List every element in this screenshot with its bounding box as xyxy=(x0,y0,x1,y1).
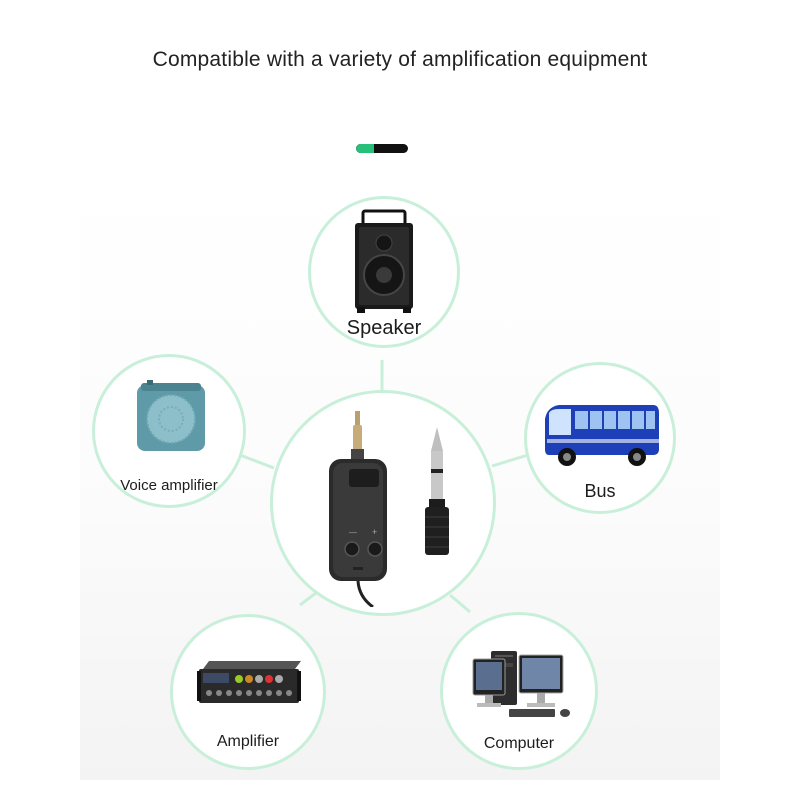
node-bus: Bus xyxy=(524,362,676,514)
node-computer: Computer xyxy=(440,612,598,770)
node-label-bus: Bus xyxy=(584,481,616,501)
connector-voice-amplifier xyxy=(239,453,275,470)
svg-text:+: + xyxy=(372,527,377,537)
node-label-computer: Computer xyxy=(483,735,555,752)
bus-icon xyxy=(545,405,659,466)
node-label-speaker: Speaker xyxy=(346,317,422,339)
connector-computer xyxy=(449,593,471,614)
node-amplifier: Amplifier xyxy=(170,614,326,770)
computer-icon xyxy=(472,651,570,717)
node-speaker: Speaker xyxy=(308,196,460,348)
speaker-icon xyxy=(355,209,413,313)
amplifier-icon xyxy=(197,661,301,703)
voice-amplifier-icon xyxy=(137,380,205,451)
node-label-voice-amplifier: Voice amplifier xyxy=(120,477,218,494)
page-title: Compatible with a variety of amplificati… xyxy=(152,48,648,71)
svg-text:—: — xyxy=(349,528,357,537)
node-center: — + xyxy=(270,390,496,616)
connector-bus xyxy=(491,453,529,468)
slide-indicator xyxy=(356,144,408,153)
bluetooth-transmitter-icon: — + xyxy=(329,411,449,607)
node-voice-amplifier: Voice amplifier xyxy=(92,354,246,508)
slide-indicator-fill xyxy=(356,144,375,153)
node-label-amplifier: Amplifier xyxy=(216,733,280,750)
